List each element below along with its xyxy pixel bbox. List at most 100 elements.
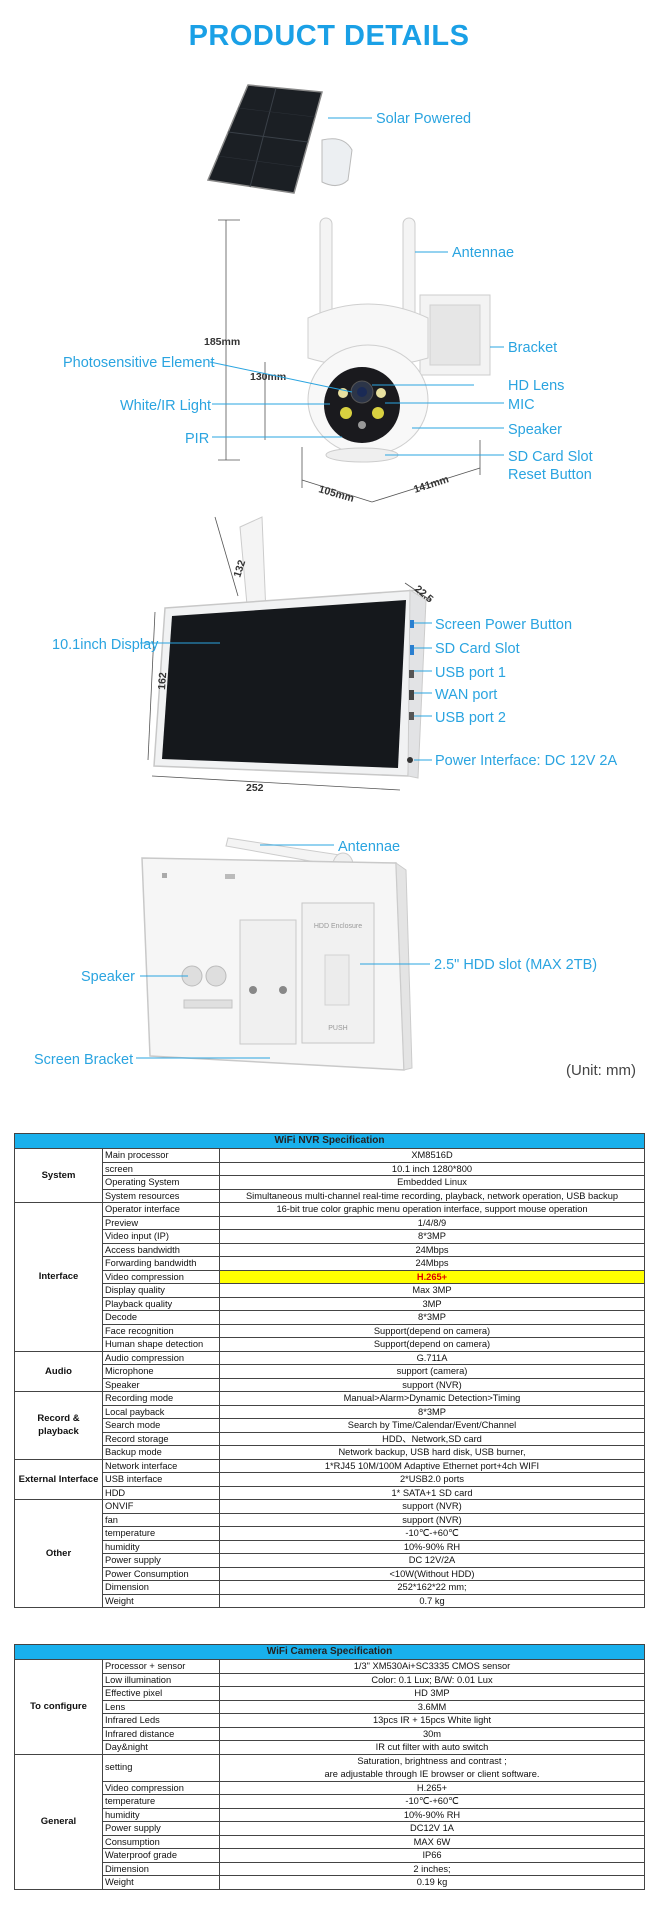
spec-value: 24Mbps [219,1256,645,1271]
group-name: To configure [14,1659,103,1755]
usb-port-1-label: USB port 1 [435,665,506,681]
spec-label: Video compression [102,1269,220,1284]
spec-label: Record storage [102,1431,220,1446]
spec-label: Weight [102,1875,220,1890]
spec-label: Power supply [102,1553,220,1568]
spec-label: Local payback [102,1404,220,1419]
spec-value: 10%-90% RH [219,1539,645,1554]
spec-value: 252*162*22 mm; [219,1580,645,1595]
spec-label: ONVIF [102,1499,220,1514]
reset-button-label: Reset Button [508,467,592,483]
speaker-label: Speaker [508,422,562,438]
spec-value: 3.6MM [219,1699,645,1714]
screen-bracket-label: Screen Bracket [34,1052,133,1068]
unit-note: (Unit: mm) [566,1062,636,1079]
spec-value: Max 3MP [219,1283,645,1298]
spec-value: DC 12V/2A [219,1553,645,1568]
spec-value: H.265+ [219,1269,645,1284]
spec-label: temperature [102,1526,220,1541]
sd-card-slot-label: SD Card Slot [508,449,593,465]
spec-label: Display quality [102,1283,220,1298]
spec-value: Support(depend on camera) [219,1323,645,1338]
spec-label: Search mode [102,1418,220,1433]
page-title: PRODUCT DETAILS [188,20,470,52]
back-antennae-label: Antennae [338,839,400,855]
spec-value: 2*USB2.0 ports [219,1472,645,1487]
display-label: 10.1inch Display [52,637,159,653]
table-title: WiFi Camera Specification [14,1644,645,1660]
spec-label: Low illumination [102,1672,220,1687]
spec-label: humidity [102,1539,220,1554]
spec-label: fan [102,1512,220,1527]
photosensitive-label: Photosensitive Element [63,355,215,371]
spec-value: support (NVR) [219,1512,645,1527]
spec-value: G.711A [219,1350,645,1365]
spec-label: Audio compression [102,1350,220,1365]
wan-port-label: WAN port [435,687,497,703]
spec-label: System resources [102,1188,220,1203]
spec-label: Weight [102,1593,220,1608]
spec-value: 24Mbps [219,1242,645,1257]
group-name: General [14,1753,103,1890]
spec-value: H.265+ [219,1780,645,1795]
spec-value: 16-bit true color graphic menu operation… [219,1202,645,1217]
spec-label: Face recognition [102,1323,220,1338]
screen-front-illustration [153,516,427,779]
white-ir-light-label: White/IR Light [120,398,211,414]
spec-label: Effective pixel [102,1686,220,1701]
spec-value: Support(depend on camera) [219,1337,645,1352]
spec-value: 8*3MP [219,1229,645,1244]
group-name: Interface [14,1202,103,1352]
spec-value: 1*RJ45 10M/100M Adaptive Ethernet port+4… [219,1458,645,1473]
spec-value-line: are adjustable through IE browser or cli… [324,1768,540,1779]
spec-value: -10℃-+60℃ [219,1794,645,1809]
spec-value: 1/4/8/9 [219,1215,645,1230]
camera-height-dim: 185mm [204,336,240,348]
spec-label: Video input (IP) [102,1229,220,1244]
screen-width-dim: 252 [246,782,264,794]
camera-illustration [307,217,491,463]
spec-value: 8*3MP [219,1310,645,1325]
mic-label: MIC [508,397,535,413]
spec-label: Processor + sensor [102,1659,220,1674]
spec-label: HDD [102,1485,220,1500]
antennae-label: Antennae [452,245,514,261]
group-name: Record & playback [14,1391,103,1460]
spec-label: Infrared distance [102,1726,220,1741]
solar-powered-label: Solar Powered [376,111,471,127]
spec-label: Playback quality [102,1296,220,1311]
spec-label: Speaker [102,1377,220,1392]
group-name: System [14,1148,103,1203]
table-row: temperature-10℃-+60℃ [15,1526,645,1541]
spec-label: Dimension [102,1861,220,1876]
spec-label: USB interface [102,1472,220,1487]
hdd-slot-label: 2.5" HDD slot (MAX 2TB) [434,957,597,973]
spec-value: 30m [219,1726,645,1741]
push-text: PUSH [328,1025,347,1032]
